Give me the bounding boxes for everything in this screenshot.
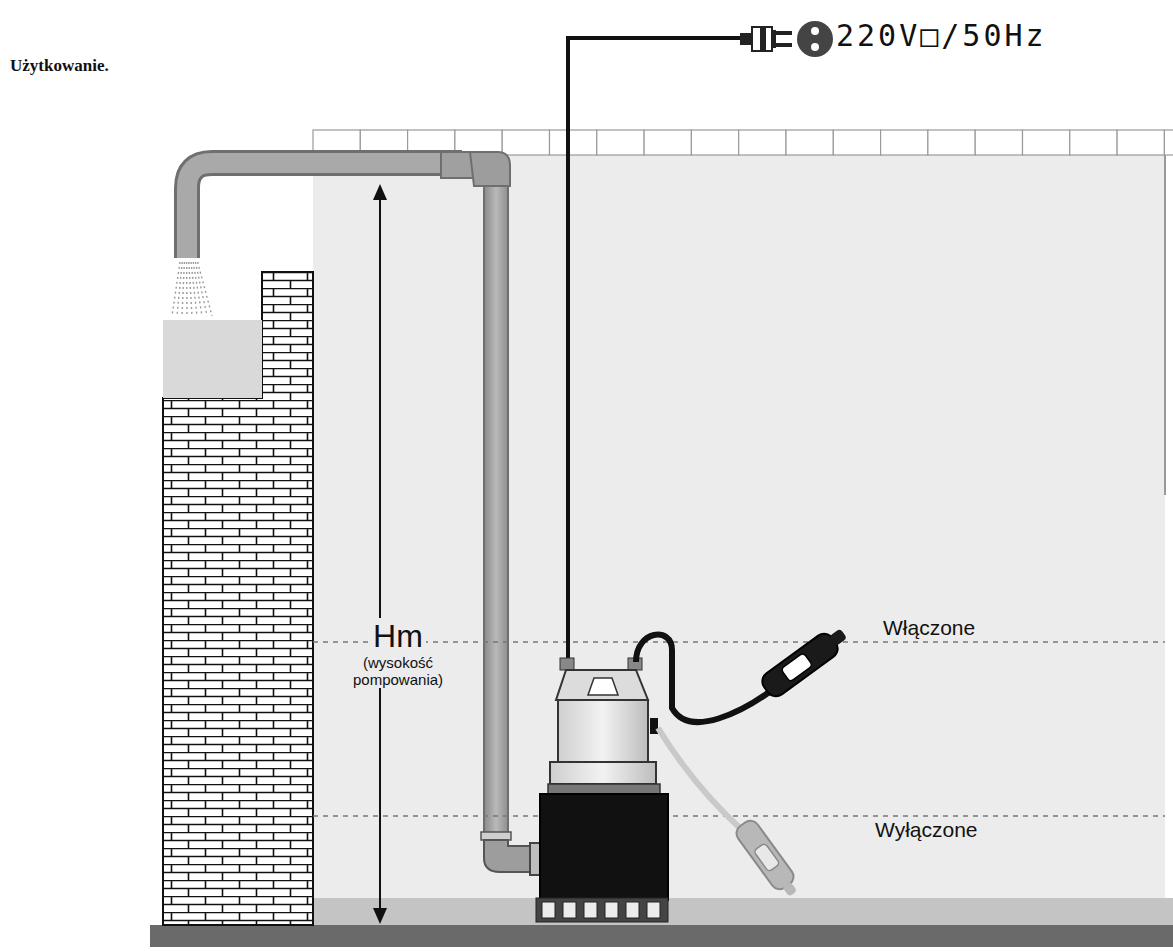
off-level-line xyxy=(313,815,1165,816)
pump-base-slots xyxy=(542,902,660,918)
floor xyxy=(150,925,1173,947)
float-cable xyxy=(636,635,772,722)
float-on-label: Włączone xyxy=(880,616,978,640)
voltage-rating: 220V□/50Hz xyxy=(836,18,1047,53)
submersible-pump xyxy=(536,658,668,922)
height-symbol: Hm xyxy=(370,618,426,655)
height-dimension xyxy=(379,196,381,912)
discharge-pipe xyxy=(187,163,462,258)
float-on xyxy=(758,623,851,700)
float-cable-off xyxy=(658,728,742,830)
height-caption: (wysokość pompowania) xyxy=(350,654,446,688)
water xyxy=(313,155,1165,900)
brick-wall xyxy=(163,272,313,925)
riser-pipe xyxy=(484,186,508,838)
water-spray xyxy=(172,262,212,316)
receiving-basin xyxy=(163,320,262,398)
pipe-elbow xyxy=(484,840,530,872)
on-level-line xyxy=(313,641,1165,642)
tank-bottom xyxy=(313,898,1173,925)
section-title: Użytkowanie. xyxy=(10,56,109,76)
power-cable xyxy=(568,38,740,662)
float-off xyxy=(733,817,803,901)
pipe-elbow xyxy=(470,152,510,186)
float-off-label: Wyłączone xyxy=(872,818,981,842)
plug xyxy=(740,27,792,51)
socket-icon xyxy=(797,21,833,57)
